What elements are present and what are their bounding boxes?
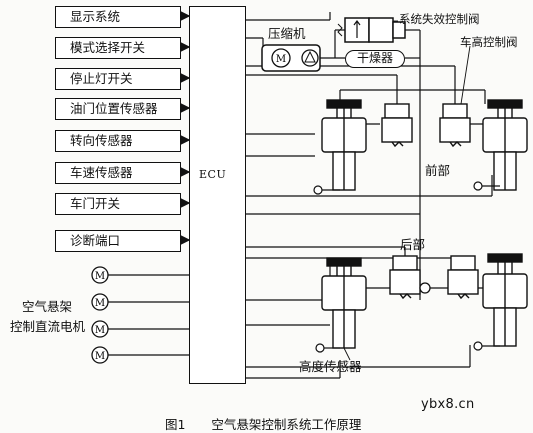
svg-text:M: M xyxy=(95,298,105,309)
svg-text:M: M xyxy=(276,54,286,65)
watermark: ybx8.cn xyxy=(421,397,475,412)
compressor-motor-icon: M xyxy=(261,44,321,72)
failure-valve-label: 系统失效控制阀 xyxy=(399,12,480,26)
input-stop-lamp-switch: 停止灯开关 xyxy=(55,68,181,90)
svg-text:M: M xyxy=(95,351,105,362)
air-spring-icon xyxy=(321,99,367,191)
solenoid-valve-icon xyxy=(381,103,413,148)
height-sensor-label: 高度传感器 xyxy=(299,359,362,374)
compressor-label: 压缩机 xyxy=(268,26,306,41)
motor-icon: M xyxy=(91,320,109,338)
motor-group-label-line2: 控制直流电机 xyxy=(10,319,86,334)
input-diagnostic-port: 诊断端口 xyxy=(55,230,181,252)
check-valve-icon xyxy=(419,282,431,294)
figure-caption: 图1 空气悬架控制系统工作原理 xyxy=(165,414,361,433)
motor-group-label-line1: 空气悬架 xyxy=(22,299,73,314)
input-speed-sensor: 车速传感器 xyxy=(55,162,181,184)
motor-icon: M xyxy=(91,266,109,284)
motor-icon: M xyxy=(91,346,109,364)
height-valve-label: 车高控制阀 xyxy=(460,35,518,49)
figure-title: 空气悬架控制系统工作原理 xyxy=(211,417,362,432)
solenoid-valve-icon xyxy=(337,17,406,43)
svg-text:M: M xyxy=(95,271,105,282)
leader-lines xyxy=(343,20,471,361)
figure-number: 图1 xyxy=(165,417,186,432)
air-spring-icon xyxy=(321,257,367,349)
input-door-switch: 车门开关 xyxy=(55,193,181,215)
air-spring-icon xyxy=(482,253,528,347)
input-display-system: 显示系统 xyxy=(55,6,181,28)
input-mode-select-switch: 模式选择开关 xyxy=(55,37,181,59)
motor-icon: M xyxy=(91,293,109,311)
dryer-box: 干燥器 xyxy=(345,50,405,68)
dryer-label: 干燥器 xyxy=(356,51,393,65)
air-spring-icon xyxy=(482,99,528,191)
motor-lines xyxy=(100,270,189,360)
ecu-box xyxy=(189,6,246,384)
svg-text:M: M xyxy=(95,325,105,336)
input-arrows xyxy=(180,11,191,245)
input-throttle-position-sensor: 油门位置传感器 xyxy=(55,98,181,120)
solenoid-valve-icon xyxy=(447,255,479,300)
front-axle-label: 前部 xyxy=(425,163,451,178)
solenoid-valve-icon xyxy=(389,255,421,300)
height-sensor-icon xyxy=(313,181,500,353)
solenoid-valve-icon xyxy=(439,103,471,148)
input-steering-sensor: 转向传感器 xyxy=(55,130,181,152)
rear-axle-label: 后部 xyxy=(400,237,426,252)
ecu-label: ECU xyxy=(199,168,227,181)
